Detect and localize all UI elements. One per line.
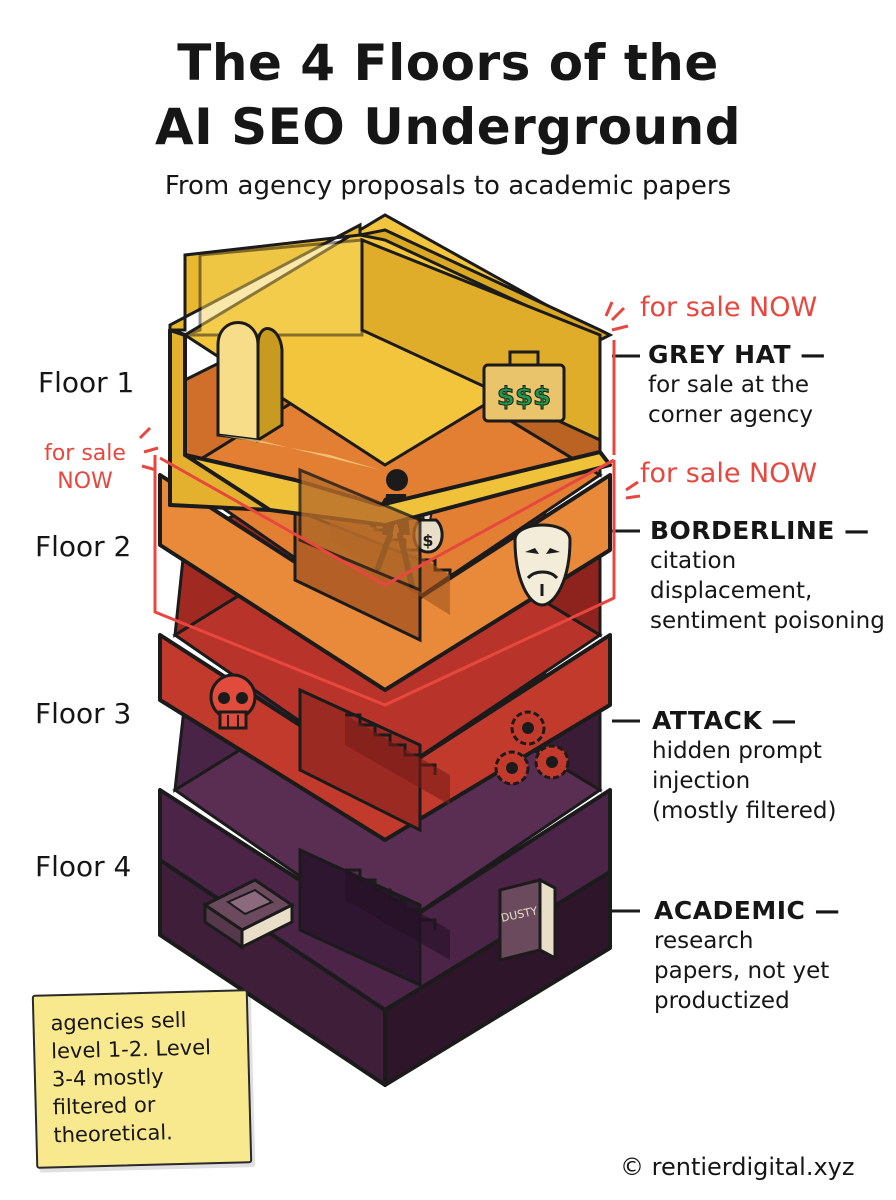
book-dusty-icon: DUSTY — [498, 877, 557, 962]
sticky-note-line: agencies sell — [50, 1007, 187, 1036]
floor-label-1: Floor 1 — [38, 366, 135, 399]
floor-2-heading: BORDERLINE — — [650, 516, 870, 545]
sticky-note-line: level 1-2. Level — [50, 1035, 212, 1064]
book-left-icon — [202, 878, 295, 950]
floor-1-line: corner agency — [648, 402, 813, 428]
for-sale-now-floor-1: for sale NOW — [640, 292, 818, 323]
header: The 4 Floors of the AI SEO Underground F… — [0, 0, 896, 210]
for-sale-left-line-2: NOW — [57, 469, 113, 494]
for-sale-now-left: for sale NOW — [30, 440, 140, 496]
sticky-note: agencies sell level 1-2. Level 3-4 mostl… — [31, 989, 253, 1169]
floor-1-description: GREY HAT — for sale at the corner agency — [648, 340, 826, 430]
floor-3-description: ATTACK — hidden prompt injection (mostly… — [652, 706, 836, 826]
floor-label-2: Floor 2 — [35, 530, 132, 563]
floor-2-line: citation — [650, 548, 737, 574]
sticky-note-line: theoretical. — [53, 1120, 174, 1148]
briefcase-icon: $$$ — [482, 350, 566, 423]
floor-1-line: for sale at the — [648, 372, 810, 398]
floor-4-heading: ACADEMIC — — [654, 896, 841, 925]
floor-3-line: injection — [652, 768, 751, 794]
floor-2-line: sentiment poisoning — [650, 608, 885, 634]
sticky-note-line: 3-4 mostly — [51, 1064, 164, 1092]
briefcase-label: $$$ — [497, 382, 551, 412]
mask-icon — [513, 523, 572, 607]
for-sale-left-line-1: for sale — [44, 441, 126, 466]
sticky-note-line: filtered or — [52, 1092, 156, 1120]
floor-4-line: research — [654, 928, 754, 954]
for-sale-now-floor-2: for sale NOW — [640, 458, 818, 489]
floor-1-heading: GREY HAT — — [648, 340, 826, 369]
gears-icon — [494, 710, 570, 786]
floor-4-line: papers, not yet — [654, 958, 830, 984]
for-sale-highlight — [138, 301, 641, 707]
floor-3-heading: ATTACK — — [652, 706, 797, 735]
floor-3-line: hidden prompt — [652, 738, 822, 764]
skull-icon — [209, 673, 257, 730]
floor-2-line: displacement, — [650, 578, 813, 604]
title-line-1: The 4 Floors of the — [177, 34, 719, 92]
pointer-lines — [612, 354, 640, 913]
floor-3-line: (mostly filtered) — [652, 798, 837, 824]
floor-4-line: productized — [654, 988, 790, 1014]
credit: © rentierdigital.xyz — [620, 1153, 855, 1181]
floor-4-description: ACADEMIC — research papers, not yet prod… — [654, 896, 840, 1016]
money-bag-label: $ — [422, 531, 433, 550]
floor-label-4: Floor 4 — [35, 850, 132, 883]
title-line-2: AI SEO Underground — [154, 98, 742, 156]
floor-1-block — [168, 213, 614, 593]
subtitle: From agency proposals to academic papers — [164, 171, 732, 201]
floor-label-3: Floor 3 — [35, 697, 132, 730]
floor-2-description: BORDERLINE — citation displacement, sent… — [650, 516, 885, 636]
